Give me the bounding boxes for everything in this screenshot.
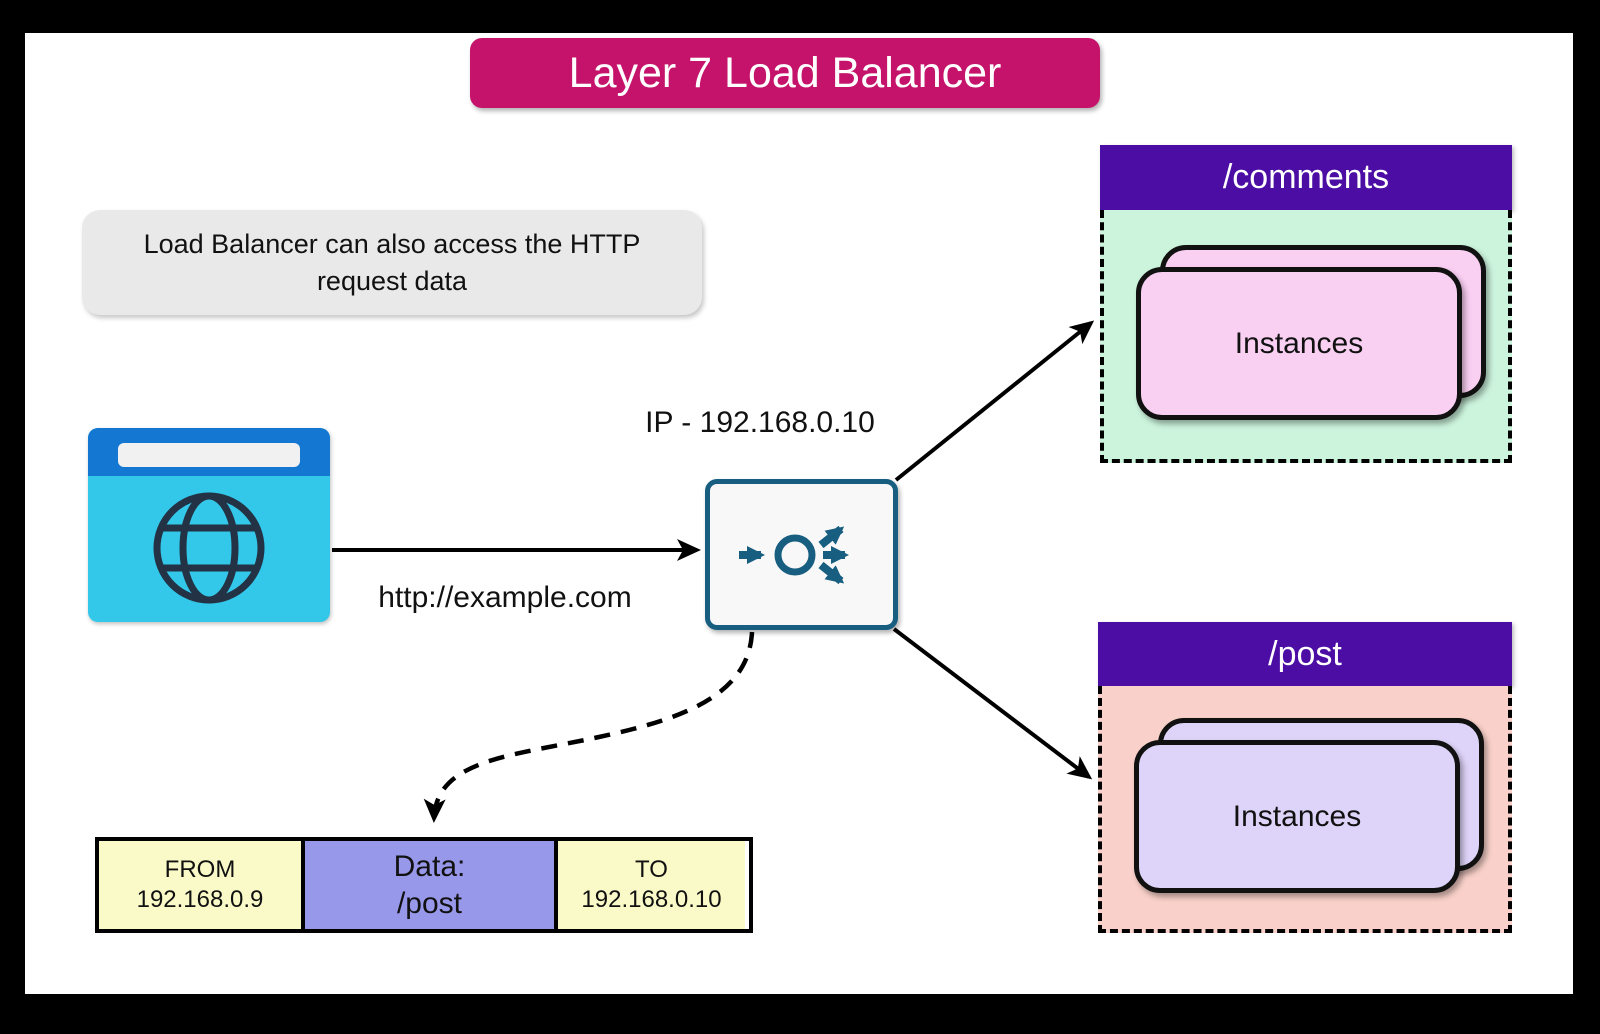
post-instances-label: Instances [1232,799,1362,833]
post-instance-card-front: Instances [1134,740,1460,893]
post-instances-area: Instances [1098,686,1512,933]
packet-to-cell: TO 192.168.0.10 [558,841,745,929]
packet-from-label: FROM [164,856,236,883]
lb-to-packet-dashed-arrow [423,631,755,823]
packet-from-value: 192.168.0.9 [136,886,264,913]
packet-data-cell: Data: /post [305,841,558,929]
route-group-comments: /comments Instances [1100,145,1512,463]
load-balancer-box [705,479,898,630]
browser-toolbar [88,428,330,476]
packet-data-value: /post [396,887,463,920]
diagram-canvas: Layer 7 Load Balancer Load Balancer can … [25,33,1573,994]
lb-to-post-arrow [892,627,1093,780]
request-url-label: http://example.com [378,581,632,614]
load-balancer-icon [738,525,849,584]
post-route-header: /post [1098,622,1512,686]
note-box: Load Balancer can also access the HTTP r… [82,210,702,315]
route-group-post: /post Instances [1098,622,1512,933]
packet-data-label: Data: [393,850,466,883]
http-packet: FROM 192.168.0.9 Data: /post TO 192.168.… [95,837,753,933]
packet-from-cell: FROM 192.168.0.9 [99,841,305,929]
diagram-title: Layer 7 Load Balancer [470,38,1100,108]
address-bar [118,443,300,467]
browser-icon [88,428,330,622]
comments-instances-area: Instances [1100,210,1512,463]
comments-instances-label: Instances [1234,326,1364,360]
lb-to-comments-arrow [894,320,1095,482]
note-text: Load Balancer can also access the HTTP r… [143,228,641,296]
lb-ip-label: IP - 192.168.0.10 [645,406,875,439]
globe-icon [153,492,265,604]
comments-route-header: /comments [1100,145,1512,210]
packet-to-value: 192.168.0.10 [581,886,722,913]
comments-instance-card-front: Instances [1136,267,1462,420]
packet-to-label: TO [635,856,668,883]
